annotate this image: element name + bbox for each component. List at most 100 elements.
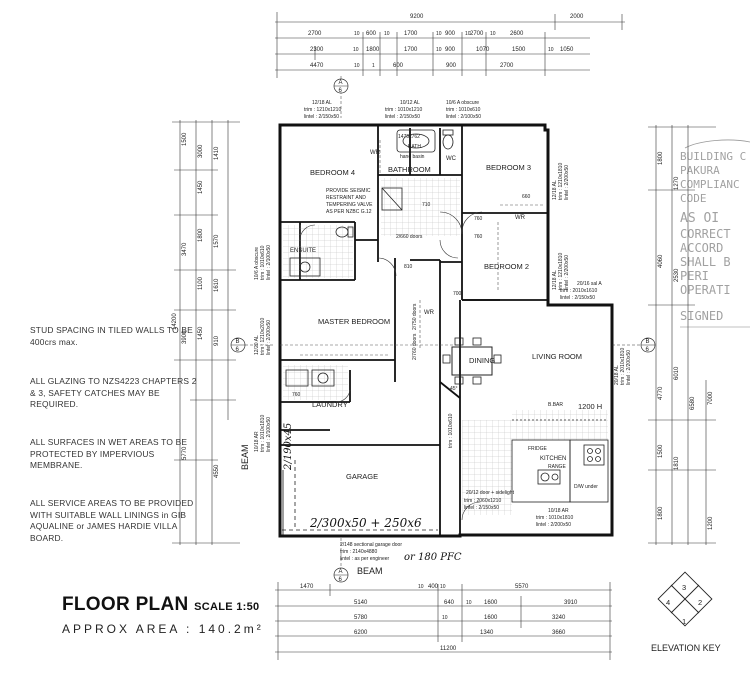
svg-text:1340: 1340 — [480, 630, 494, 636]
svg-text:TEMPERING VALVE: TEMPERING VALVE — [326, 202, 373, 208]
dimension-lines-bottom — [275, 582, 612, 660]
svg-text:CORRECT: CORRECT — [680, 227, 731, 241]
svg-text:SHALL B: SHALL B — [680, 255, 731, 269]
svg-text:14200: 14200 — [172, 313, 178, 330]
elevation-key — [657, 571, 713, 627]
svg-text:10: 10 — [354, 63, 360, 69]
svg-text:1800: 1800 — [658, 151, 664, 165]
svg-text:lintel : 2/150x50: lintel : 2/150x50 — [304, 114, 339, 120]
svg-text:2/148 sectional garage door: 2/148 sectional garage door — [340, 542, 402, 548]
svg-text:1450: 1450 — [198, 326, 204, 340]
svg-text:lintel : 2/150x50: lintel : 2/150x50 — [560, 295, 595, 301]
interior-walls — [280, 125, 548, 535]
svg-text:1700: 1700 — [404, 47, 418, 53]
svg-text:1500: 1500 — [658, 444, 664, 458]
svg-text:10: 10 — [354, 31, 360, 37]
svg-text:5140: 5140 — [354, 600, 368, 606]
svg-text:trim : 2010x1810: trim : 2010x1810 — [620, 348, 626, 385]
svg-text:4060: 4060 — [658, 254, 664, 268]
svg-text:760: 760 — [474, 234, 483, 240]
svg-text:4550: 4550 — [214, 464, 220, 478]
svg-text:760: 760 — [474, 216, 483, 222]
svg-text:trim : 1210x1810: trim : 1210x1810 — [558, 253, 564, 290]
svg-text:10: 10 — [466, 600, 472, 606]
svg-text:2300: 2300 — [310, 47, 324, 53]
svg-text:10/18 AR: 10/18 AR — [548, 508, 569, 514]
svg-text:COMPLIANC: COMPLIANC — [680, 178, 740, 191]
note-glazing: ALL GLAZING TO NZS4223 CHAPTERS 2 & 3, S… — [30, 376, 197, 409]
room-living-room: LIVING ROOM — [532, 352, 582, 361]
svg-text:10: 10 — [384, 31, 390, 37]
room-master-bedroom: MASTER BEDROOM — [318, 317, 390, 326]
svg-text:1100: 1100 — [198, 276, 204, 290]
svg-text:PERI: PERI — [680, 269, 709, 283]
svg-text:10/12 AL: 10/12 AL — [400, 100, 420, 106]
svg-text:OPERATI: OPERATI — [680, 283, 731, 297]
dim-top-row3: 4470 10 1 600 900 2700 — [310, 63, 514, 69]
room-bedroom-3: BEDROOM 3 — [486, 163, 531, 172]
svg-text:3000: 3000 — [198, 144, 204, 158]
svg-text:ACCORD: ACCORD — [680, 241, 723, 255]
svg-text:2/750 doors: 2/750 doors — [412, 303, 418, 330]
note-service-areas: ALL SERVICE AREAS TO BE PROVIDED WITH SU… — [30, 498, 194, 543]
room-bedroom-4: BEDROOM 4 — [310, 168, 355, 177]
svg-text:810: 810 — [404, 264, 413, 270]
svg-text:lintel : 2/200x50: lintel : 2/200x50 — [536, 522, 571, 528]
svg-text:1800: 1800 — [366, 47, 380, 53]
svg-text:BUILDING C: BUILDING C — [680, 150, 746, 163]
svg-text:12/18 AL: 12/18 AL — [552, 180, 558, 200]
svg-text:2700: 2700 — [470, 31, 484, 37]
approx-area: APPROX AREA : 140.2m² — [62, 622, 264, 636]
svg-text:lintel : 2/150x50: lintel : 2/150x50 — [464, 505, 499, 511]
svg-text:lintel : as per engineer: lintel : as per engineer — [340, 556, 390, 562]
svg-text:RANGE: RANGE — [548, 464, 566, 470]
svg-text:lintel : 2/150x50: lintel : 2/150x50 — [385, 114, 420, 120]
svg-text:10: 10 — [440, 584, 446, 590]
svg-text:B: B — [646, 339, 650, 345]
svg-text:710: 710 — [422, 202, 431, 208]
elevation-key-label: ELEVATION KEY — [651, 643, 721, 653]
exterior-walls — [278, 123, 614, 538]
svg-text:FRIDGE: FRIDGE — [528, 446, 548, 452]
beam-label-bottom: BEAM — [357, 566, 383, 576]
svg-text:10: 10 — [465, 31, 471, 37]
svg-text:A: A — [339, 80, 343, 86]
garage-door-annotation: 2/148 sectional garage door trim : 2140x… — [340, 542, 402, 562]
hand-basin: hand basin — [400, 154, 425, 160]
svg-text:760: 760 — [292, 392, 301, 398]
svg-text:lintel : 2/100x50: lintel : 2/100x50 — [266, 417, 272, 452]
tiled-areas — [283, 178, 608, 515]
svg-text:600: 600 — [393, 63, 404, 69]
svg-text:1200 H: 1200 H — [578, 402, 602, 411]
room-bath: BATH — [408, 144, 421, 150]
svg-text:10: 10 — [548, 47, 554, 53]
svg-text:900: 900 — [446, 63, 457, 69]
window-annotations: 12/18 AL trim : 1210x1210 lintel : 2/150… — [254, 100, 632, 528]
svg-text:A: A — [339, 569, 343, 575]
svg-text:20/12 door + sidelight: 20/12 door + sidelight — [466, 490, 515, 496]
svg-text:lintel : 2/200x50: lintel : 2/200x50 — [564, 165, 570, 200]
svg-text:2600: 2600 — [510, 31, 524, 37]
svg-text:10: 10 — [490, 31, 496, 37]
svg-text:1600: 1600 — [484, 600, 498, 606]
svg-text:1500: 1500 — [182, 132, 188, 146]
svg-text:trim : 1010x610: trim : 1010x610 — [260, 245, 266, 280]
floor-plan-title: FLOOR PLAN SCALE 1:50 — [62, 594, 259, 616]
svg-text:12/18 AL: 12/18 AL — [312, 100, 332, 106]
svg-text:640: 640 — [444, 600, 455, 606]
svg-text:5570: 5570 — [515, 584, 529, 590]
svg-text:trim : 1010x1810: trim : 1010x1810 — [260, 415, 266, 452]
svg-text:WC: WC — [446, 156, 457, 162]
section-marker-a-bottom: A 6 — [333, 538, 349, 583]
section-marker-b-left: B 6 — [230, 337, 275, 353]
svg-text:6: 6 — [339, 88, 343, 94]
handwritten-beam-alt: or 180 PFC — [404, 552, 462, 563]
svg-text:trim : 2010x1610: trim : 2010x1610 — [560, 288, 597, 294]
svg-text:3240: 3240 — [552, 615, 566, 621]
svg-text:1200: 1200 — [708, 516, 714, 530]
svg-text:AS PER NZBC G.12: AS PER NZBC G.12 — [326, 209, 372, 215]
svg-text:45°: 45° — [450, 386, 458, 392]
note-wet-areas: ALL SURFACES IN WET AREAS TO BE PROTECTE… — [30, 437, 188, 470]
svg-text:1270: 1270 — [674, 176, 680, 190]
